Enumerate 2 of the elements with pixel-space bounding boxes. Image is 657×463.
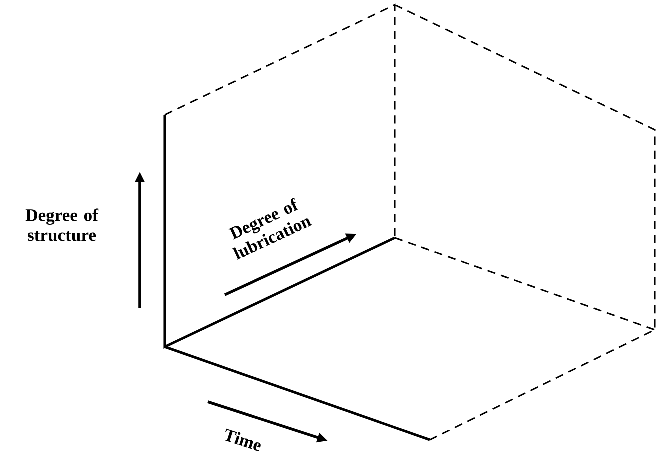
- axis-label: Degree of structure: [26, 208, 99, 242]
- axis-label: Time: [225, 428, 261, 452]
